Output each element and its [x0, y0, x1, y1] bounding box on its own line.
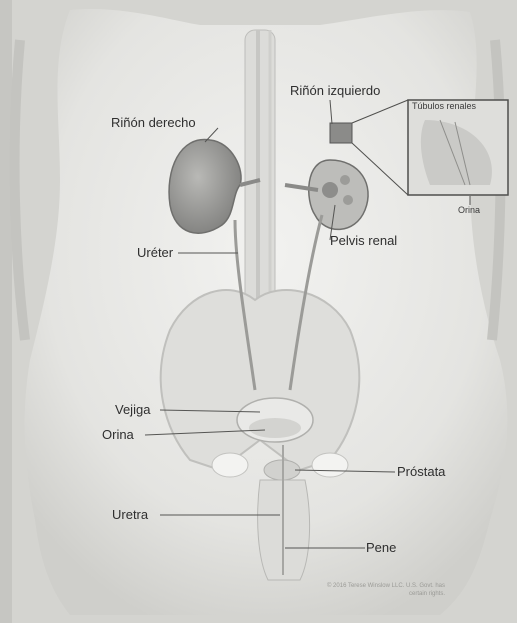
label-bladder: Vejiga	[115, 403, 150, 416]
label-right-kidney: Riñón derecho	[111, 116, 196, 129]
label-left-kidney: Riñón izquierdo	[290, 84, 380, 97]
obturator-right	[212, 453, 248, 477]
renal-pelvis-shape	[322, 182, 338, 198]
label-prostate: Próstata	[397, 465, 445, 478]
label-urethra: Uretra	[112, 508, 148, 521]
label-renal-pelvis: Pelvis renal	[330, 234, 397, 247]
label-urine: Orina	[102, 428, 134, 441]
tubule-highlight-box	[330, 123, 352, 143]
label-renal-tubules: Túbulos renales	[412, 102, 476, 111]
label-ureter: Uréter	[137, 246, 173, 259]
label-inset-urine: Orina	[458, 206, 480, 215]
obturator-left	[312, 453, 348, 477]
copyright-note: © 2016 Terese Winslow LLC. U.S. Govt. ha…	[325, 583, 445, 599]
calyx-1	[340, 175, 350, 185]
label-penis: Pene	[366, 541, 396, 554]
calyx-2	[343, 195, 353, 205]
bladder-urine	[249, 418, 301, 438]
left-kidney	[309, 160, 368, 229]
page-edge	[0, 0, 12, 623]
